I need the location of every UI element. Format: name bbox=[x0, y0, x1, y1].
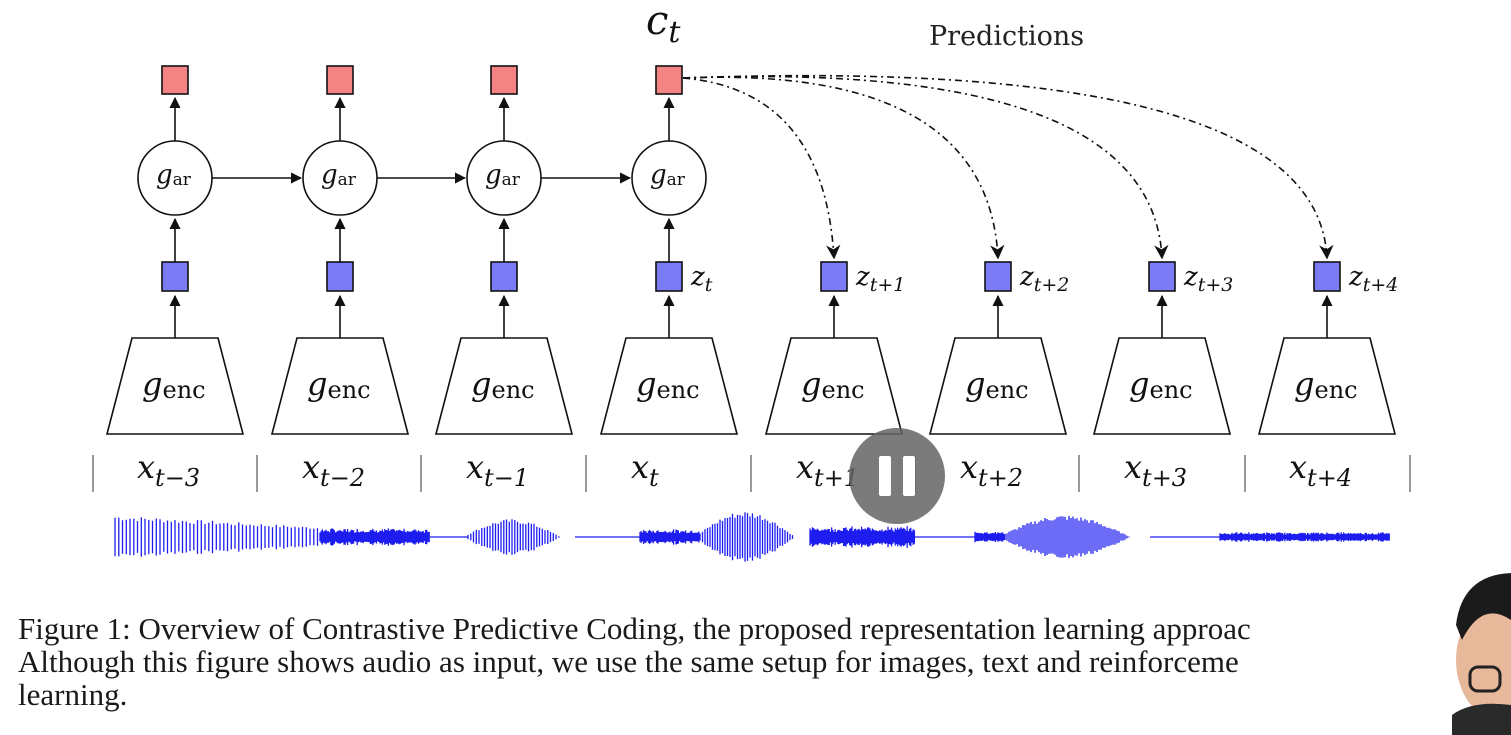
latent-z-square bbox=[161, 261, 189, 292]
input-x-label: xt−2 bbox=[302, 448, 365, 492]
prediction-arrow bbox=[682, 74, 1334, 260]
encoder-label: genc bbox=[801, 365, 865, 404]
input-x-label: xt−1 bbox=[466, 448, 529, 492]
encoder-label: genc bbox=[471, 365, 535, 404]
latent-z-label: zt+4 bbox=[1348, 262, 1398, 296]
encoder-label: genc bbox=[965, 365, 1029, 404]
prediction-arrow bbox=[682, 77, 841, 260]
predictions-label: Predictions bbox=[929, 21, 1084, 52]
waveform-trace bbox=[114, 512, 1390, 562]
latent-z-label: zt bbox=[690, 262, 713, 296]
timestep-column: genc zt+3 xt+3 bbox=[1092, 261, 1233, 492]
latent-z-square bbox=[1313, 261, 1341, 292]
latent-z-square bbox=[490, 261, 518, 292]
prediction-arrow bbox=[682, 75, 1169, 260]
context-c-square bbox=[326, 65, 354, 95]
input-x-label: xt+2 bbox=[960, 448, 1023, 492]
encoder-label: genc bbox=[307, 365, 371, 404]
timestep-column: genc zt xt gar bbox=[599, 65, 739, 492]
encoder-block bbox=[270, 337, 410, 435]
encoder-block bbox=[599, 337, 739, 435]
latent-z-label: zt+1 bbox=[855, 262, 905, 296]
encoder-label: genc bbox=[142, 365, 206, 404]
latent-z-square bbox=[1148, 261, 1176, 292]
latent-z-label: zt+2 bbox=[1019, 262, 1069, 296]
encoder-label: genc bbox=[1129, 365, 1193, 404]
figure-caption: Figure 1: Overview of Contrastive Predic… bbox=[18, 611, 1251, 712]
gar-label: gar bbox=[321, 160, 357, 190]
gar-label: gar bbox=[485, 160, 521, 190]
encoder-block bbox=[105, 337, 245, 435]
context-c-square bbox=[490, 65, 518, 95]
audio-waveform bbox=[114, 512, 1390, 562]
context-label: ct bbox=[646, 0, 681, 50]
encoder-block bbox=[928, 337, 1068, 435]
presenter-webcam bbox=[1452, 565, 1511, 735]
pause-button[interactable] bbox=[849, 428, 945, 524]
input-x-label: xt+4 bbox=[1289, 448, 1352, 492]
context-c-square bbox=[161, 65, 189, 95]
encoder-block bbox=[1092, 337, 1232, 435]
input-x-label: xt+3 bbox=[1124, 448, 1187, 492]
input-x-label: xt bbox=[631, 448, 659, 492]
encoder-block bbox=[434, 337, 574, 435]
encoder-block bbox=[1257, 337, 1397, 435]
latent-z-square bbox=[984, 261, 1012, 292]
timestep-column: genc xt−2 gar bbox=[270, 65, 467, 492]
input-x-label: xt−3 bbox=[137, 448, 200, 492]
context-c-square bbox=[655, 65, 683, 95]
latent-z-square bbox=[820, 261, 848, 292]
timestep-column: genc xt−3 gar bbox=[105, 65, 303, 492]
latent-z-square bbox=[655, 261, 683, 292]
encoder-label: genc bbox=[636, 365, 700, 404]
prediction-arrow bbox=[682, 76, 1005, 260]
encoder-label: genc bbox=[1294, 365, 1358, 404]
timestep-column: genc zt+2 xt+2 bbox=[928, 261, 1069, 492]
timestep-column: genc xt−1 gar bbox=[434, 65, 632, 492]
latent-z-square bbox=[326, 261, 354, 292]
gar-label: gar bbox=[650, 160, 686, 190]
latent-z-label: zt+3 bbox=[1183, 262, 1233, 296]
gar-label: gar bbox=[156, 160, 192, 190]
timestep-column: genc zt+4 xt+4 bbox=[1257, 261, 1398, 492]
